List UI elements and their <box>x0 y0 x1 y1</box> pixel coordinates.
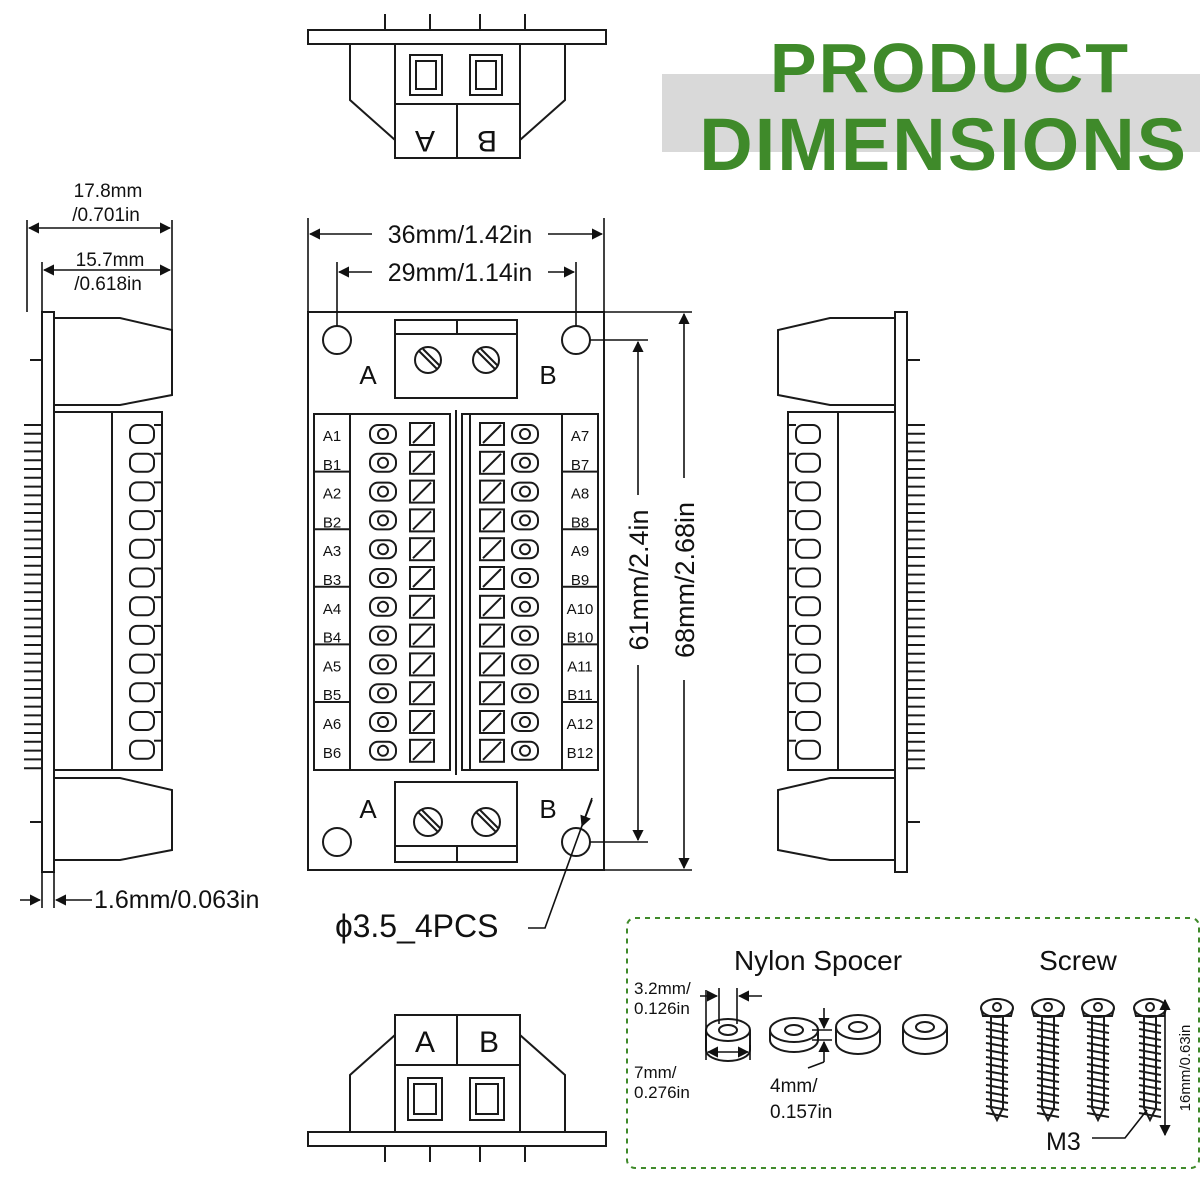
spacer-title: Nylon Spocer <box>734 945 902 976</box>
left-side-view <box>24 311 173 873</box>
width-holes-label: 29mm/1.14in <box>388 259 533 287</box>
screw-size-label: M3 <box>1046 1128 1081 1156</box>
top-view <box>307 14 607 159</box>
accessory-box <box>626 917 1200 1169</box>
pin-label-b5: B5 <box>323 687 341 704</box>
pin-label-b3: B3 <box>323 572 341 589</box>
width-outer-label: 36mm/1.42in <box>388 221 533 249</box>
pin-label-a3: A3 <box>323 543 341 560</box>
title-line-1: PRODUCT <box>769 29 1130 107</box>
hole-dia-mm: 3.2mm/ <box>634 979 691 998</box>
mount-hole-bottom-left <box>322 827 352 857</box>
pin-label-a5: A5 <box>323 658 341 675</box>
pin-label-b1: B1 <box>323 457 341 474</box>
top-view-label-b: B <box>477 124 497 157</box>
bottom-terminal-a: A <box>359 794 377 824</box>
top-view-label-a: A <box>415 124 435 157</box>
spacer-height-mm: 4mm/ <box>770 1076 818 1097</box>
pin-label-b9: B9 <box>571 572 589 589</box>
height-outer-label: 68mm/2.68in <box>670 502 700 658</box>
pin-label-b2: B2 <box>323 514 341 531</box>
pin-label-b7: B7 <box>571 457 589 474</box>
depth-in-label: /0.701in <box>72 205 140 226</box>
pin-label-a10: A10 <box>567 601 594 618</box>
hole-dia-in: 0.126in <box>634 999 690 1018</box>
title-band <box>662 74 1200 152</box>
pin-label-b4: B4 <box>323 630 341 647</box>
bottom-terminal-b: B <box>539 794 556 824</box>
pin-label-a9: A9 <box>571 543 589 560</box>
screw-title: Screw <box>1039 945 1118 976</box>
depth-mm-label: 17.8mm <box>74 181 143 202</box>
pin-label-a6: A6 <box>323 716 341 733</box>
spacer-height-in: 0.157in <box>770 1102 832 1123</box>
top-terminal-a: A <box>359 360 377 390</box>
height-holes-label: 61mm/2.4in <box>624 509 654 650</box>
inner-in-label: /0.618in <box>74 274 142 295</box>
pin-label-a1: A1 <box>323 428 341 445</box>
outer-dia-mm: 7mm/ <box>634 1063 677 1082</box>
pin-label-b8: B8 <box>571 514 589 531</box>
bottom-view-label-b: B <box>479 1026 499 1059</box>
inner-mm-label: 15.7mm <box>76 250 145 271</box>
thickness-label: 1.6mm/0.063in <box>94 886 259 914</box>
pin-label-a8: A8 <box>571 486 589 503</box>
mount-hole-top-left <box>322 325 352 355</box>
bottom-view-label-a: A <box>415 1026 435 1059</box>
pin-label-a4: A4 <box>323 601 341 618</box>
nylon-spacers <box>705 1014 948 1062</box>
hole-note-label: ɸ3.5_4PCS <box>335 908 498 944</box>
mount-hole-top-right <box>561 325 591 355</box>
screw-length-label: 16mm/0.63in <box>1177 1025 1194 1112</box>
pin-label-a12: A12 <box>567 716 594 733</box>
screws <box>980 998 1167 1123</box>
title-line-2: DIMENSIONS <box>699 103 1188 186</box>
board-front-view: A1B1A2B2A3B3A4B4A5B5A6B6A7B7A8B8A9B9A10B… <box>307 311 605 871</box>
right-side-view <box>777 311 925 873</box>
pin-label-b6: B6 <box>323 745 341 762</box>
pin-label-a11: A11 <box>567 658 593 675</box>
bottom-view <box>307 1014 607 1162</box>
top-terminal-b: B <box>539 360 556 390</box>
pin-label-a7: A7 <box>571 428 589 445</box>
outer-dia-in: 0.276in <box>634 1083 690 1102</box>
pin-label-b11: B11 <box>567 687 593 704</box>
pin-label-a2: A2 <box>323 486 341 503</box>
pin-label-b10: B10 <box>567 630 594 647</box>
pin-label-b12: B12 <box>567 745 594 762</box>
